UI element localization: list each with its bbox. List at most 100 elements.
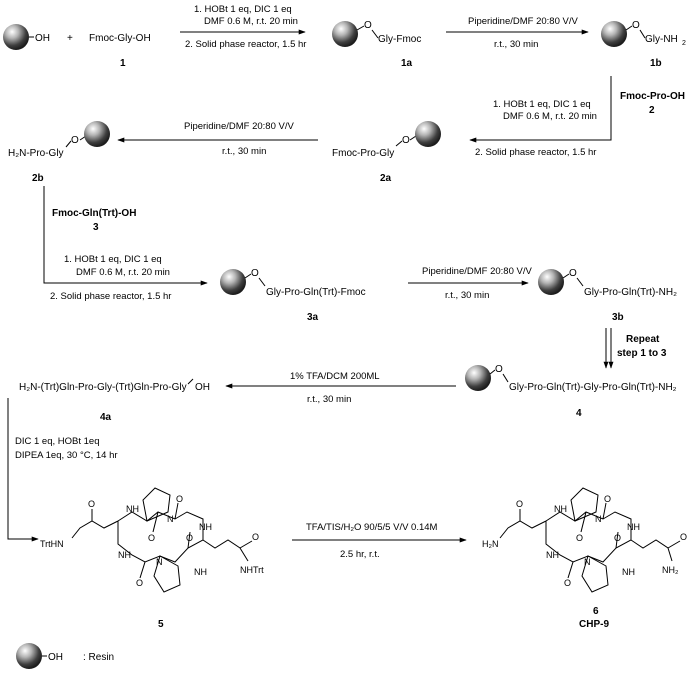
atom-o: O xyxy=(516,499,523,509)
compound-label-3: 3 xyxy=(93,222,99,233)
arrow-step-8 xyxy=(7,398,39,542)
cond-couple-3: 2. Solid phase reactor, 1.5 hr xyxy=(475,147,596,158)
atom-n: N xyxy=(584,557,591,567)
legend-resin-bead xyxy=(16,643,42,669)
compound-label-4a: 4a xyxy=(100,412,112,423)
atom-o: O xyxy=(680,532,687,542)
compound-label-1: 1 xyxy=(120,58,126,69)
linker-o: O xyxy=(402,135,410,146)
cond-cleave-1: 1% TFA/DCM 200ML xyxy=(290,371,380,382)
atom-o: O xyxy=(176,494,183,504)
resin-bead xyxy=(415,121,441,147)
resin-bead xyxy=(601,21,627,47)
compound-3b: Gly-Pro-Gln(Trt)-NH₂ xyxy=(584,287,677,298)
compound-4a: H₂N-(Trt)Gln-Pro-Gly-(Trt)Gln-Pro-Gly xyxy=(19,382,187,393)
legend-resin-text: : Resin xyxy=(83,652,114,663)
cond-deprot-1: Piperidine/DMF 20:80 V/V xyxy=(468,16,578,27)
atom-nh: NH xyxy=(627,522,640,532)
resin-bead xyxy=(538,269,564,295)
atom-nh2: NH₂ xyxy=(662,565,679,575)
resin-bead xyxy=(3,24,29,50)
linker-o: O xyxy=(632,20,640,31)
atom-o: O xyxy=(564,578,571,588)
compound-label-4: 4 xyxy=(576,408,582,419)
atom-nh: NH xyxy=(622,567,635,577)
atom-n: N xyxy=(595,514,602,524)
cond-couple-2: DMF 0.6 M, r.t. 20 min xyxy=(503,111,597,122)
atom-nh: NH xyxy=(194,567,207,577)
cond-deprotect-1: TFA/TIS/H₂O 90/5/5 V/V 0.14M xyxy=(306,522,438,533)
compound-label-3b: 3b xyxy=(612,312,624,323)
cond-couple-1: 1. HOBt 1 eq, DIC 1 eq xyxy=(64,254,162,265)
compound-label-2: 2 xyxy=(649,105,655,116)
compound-2a: Fmoc-Pro-Gly xyxy=(332,148,394,159)
atom-o: O xyxy=(576,533,583,543)
cond-repeat-2: step 1 to 3 xyxy=(617,348,667,359)
svg-text:2: 2 xyxy=(682,40,686,47)
linker-o: O xyxy=(495,364,503,375)
compound-1a: Gly-Fmoc xyxy=(378,34,421,45)
atom-nh: NH xyxy=(126,504,139,514)
cond-cleave-2: r.t., 30 min xyxy=(307,394,351,405)
compound-4: Gly-Pro-Gln(Trt)-Gly-Pro-Gln(Trt)-NH₂ xyxy=(509,382,677,393)
compound-label-2a: 2a xyxy=(380,173,392,184)
atom-trthn: TrtHN xyxy=(40,539,64,549)
linker-o: O xyxy=(569,268,577,279)
compound-label-2b: 2b xyxy=(32,173,44,184)
cond-deprotect-2: 2.5 hr, r.t. xyxy=(340,549,380,560)
linker-o: O xyxy=(71,135,79,146)
resin-bead xyxy=(84,121,110,147)
cond-deprot-2: r.t., 30 min xyxy=(222,146,266,157)
atom-nh: NH xyxy=(546,550,559,560)
compound-label-1b: 1b xyxy=(650,58,662,69)
compound-label-5: 5 xyxy=(158,619,164,630)
cond-deprot-1: Piperidine/DMF 20:80 V/V xyxy=(184,121,294,132)
atom-nh: NH xyxy=(118,550,131,560)
compound-label-chp9: CHP-9 xyxy=(579,619,609,630)
atom-n: N xyxy=(167,514,174,524)
compound-label-1a: 1a xyxy=(401,58,413,69)
cond-couple-3: 2. Solid phase reactor, 1.5 hr xyxy=(185,39,306,50)
atom-o: O xyxy=(88,499,95,509)
linker-o: O xyxy=(251,268,259,279)
atom-h2n: H₂N xyxy=(482,539,499,549)
cond-deprot-2: r.t., 30 min xyxy=(445,290,489,301)
structure-6 xyxy=(499,487,681,593)
resin-bead xyxy=(465,365,491,391)
atom-o: O xyxy=(136,578,143,588)
compound-4a-oh: OH xyxy=(195,382,210,393)
atom-o: O xyxy=(614,533,621,543)
cond-deprot-2: r.t., 30 min xyxy=(494,39,538,50)
cond-cyclize-1: DIC 1 eq, HOBt 1eq xyxy=(15,436,99,447)
atom-n: N xyxy=(156,557,163,567)
arrow-step-3 xyxy=(469,76,612,143)
atom-o: O xyxy=(604,494,611,504)
arrow-step-5 xyxy=(43,186,208,286)
cond-couple-1: 1. HOBt 1 eq, DIC 1 eq xyxy=(493,99,591,110)
compound-1b: Gly-NH xyxy=(645,34,678,45)
resin-bead xyxy=(220,269,246,295)
compound-label-6: 6 xyxy=(593,606,599,617)
fmoc-pro-oh: Fmoc-Pro-OH xyxy=(620,91,685,102)
compound-label-3a: 3a xyxy=(307,312,319,323)
cond-repeat-1: Repeat xyxy=(626,334,660,345)
compound-3a: Gly-Pro-Gln(Trt)-Fmoc xyxy=(266,287,366,298)
atom-o: O xyxy=(186,533,193,543)
plus-sign: + xyxy=(67,33,73,44)
cond-couple-2: DMF 0.6 M, r.t. 20 min xyxy=(76,267,170,278)
cond-couple-1: 1. HOBt 1 eq, DIC 1 eq xyxy=(194,4,292,15)
cond-couple-3: 2. Solid phase reactor, 1.5 hr xyxy=(50,291,171,302)
fmoc-gln-trt-oh: Fmoc-Gln(Trt)-OH xyxy=(52,208,136,219)
legend-oh: OH xyxy=(48,652,63,663)
linker-o: O xyxy=(364,20,372,31)
atom-nh: NH xyxy=(554,504,567,514)
compound-2b: H₂N-Pro-Gly xyxy=(8,148,64,159)
cond-cyclize-2: DIPEA 1eq, 30 °C, 14 hr xyxy=(15,450,118,461)
atom-o: O xyxy=(252,532,259,542)
cond-couple-2: DMF 0.6 M, r.t. 20 min xyxy=(204,16,298,27)
atom-nhtrt: NHTrt xyxy=(240,565,264,575)
resin-oh-label: OH xyxy=(35,33,50,44)
atom-o: O xyxy=(148,533,155,543)
cond-deprot-1: Piperidine/DMF 20:80 V/V xyxy=(422,266,532,277)
